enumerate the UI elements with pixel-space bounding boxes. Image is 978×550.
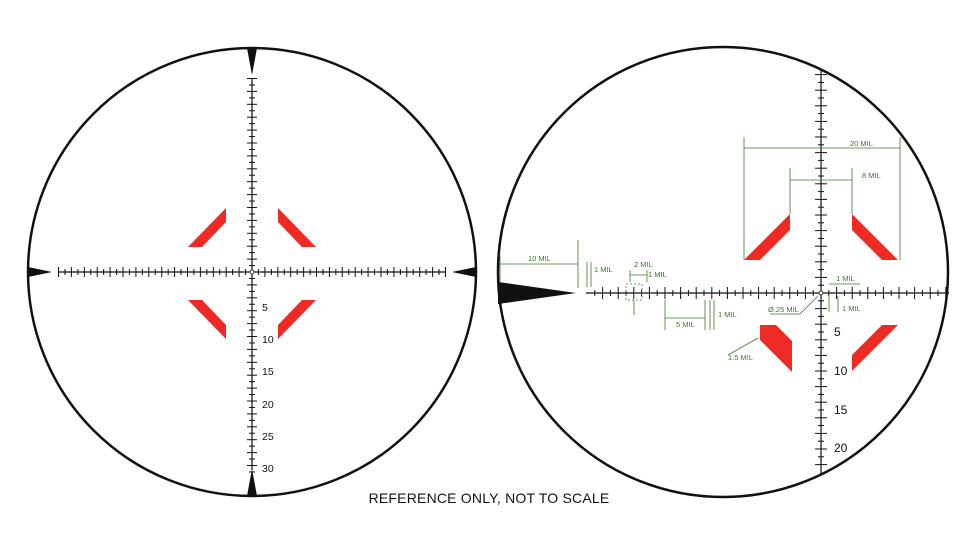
right-center-dot [818, 290, 824, 296]
left-chevron-lower-left [188, 300, 226, 339]
left-chevron-lower-right [278, 300, 316, 339]
left-ticks [58, 78, 446, 473]
left-label-20: 20 [262, 399, 274, 411]
right-chevron-upper-left [744, 214, 790, 260]
dim-label-mid-small: 1 MIL [718, 310, 737, 319]
dim-label-10mil: 10 MIL [528, 254, 551, 263]
dim-label-tick-small: 1 MIL [648, 270, 667, 279]
right-chevron-lower-left-fill [760, 325, 792, 372]
dim-label-dot: Ø.25 MIL [768, 305, 799, 314]
dimension-labels: 20 MIL 8 MIL 10 MIL 1 MIL 2 MIL 1 MIL 5 … [528, 139, 881, 362]
dim-chevron-leader [727, 337, 759, 356]
right-label-15: 15 [834, 403, 848, 417]
dimension-annotations [499, 137, 901, 356]
left-post-bottom [247, 469, 257, 496]
dim-label-right-b: 1 MIL [842, 304, 861, 313]
dim-label-5mil: 5 MIL [676, 320, 695, 329]
left-label-30: 30 [262, 463, 274, 475]
left-label-10: 10 [262, 334, 274, 346]
dim-label-20mil: 20 MIL [850, 139, 873, 148]
right-label-5: 5 [834, 325, 841, 339]
right-chevron-upper-right [852, 214, 898, 260]
left-chevrons [188, 208, 316, 339]
left-post-left [28, 267, 52, 277]
right-chevrons [744, 214, 898, 372]
left-reticle: 5 10 15 20 25 30 [26, 46, 478, 498]
dim-label-chevron: 1.5 MIL [728, 353, 753, 362]
left-post-right [452, 267, 476, 277]
left-label-5: 5 [262, 302, 268, 314]
dim-label-8mil: 8 MIL [862, 171, 881, 180]
right-chevron-lower-right [852, 325, 898, 371]
dim-dot-leader [799, 295, 819, 315]
dim-label-2mil: 2 MIL [634, 260, 653, 269]
left-chevron-upper-left [188, 208, 226, 247]
right-lower-labels: 5 10 15 20 [834, 325, 848, 455]
dim-label-right-a: 1 MIL [836, 274, 855, 283]
dim-label-small-left: 1 MIL [594, 265, 613, 274]
left-label-15: 15 [262, 366, 274, 378]
right-reticle-circle [496, 45, 950, 499]
right-label-20: 20 [834, 441, 848, 455]
reference-caption: REFERENCE ONLY, NOT TO SCALE [368, 490, 610, 506]
left-chevron-upper-right [278, 208, 316, 247]
left-label-25: 25 [262, 431, 274, 443]
right-label-10: 10 [834, 364, 848, 378]
left-post-top [247, 48, 257, 75]
left-center-dot [249, 269, 255, 275]
left-lower-labels: 5 10 15 20 25 30 [262, 302, 274, 475]
right-thick-post-left [498, 282, 576, 304]
right-reticle: 5 10 15 20 [496, 45, 950, 499]
